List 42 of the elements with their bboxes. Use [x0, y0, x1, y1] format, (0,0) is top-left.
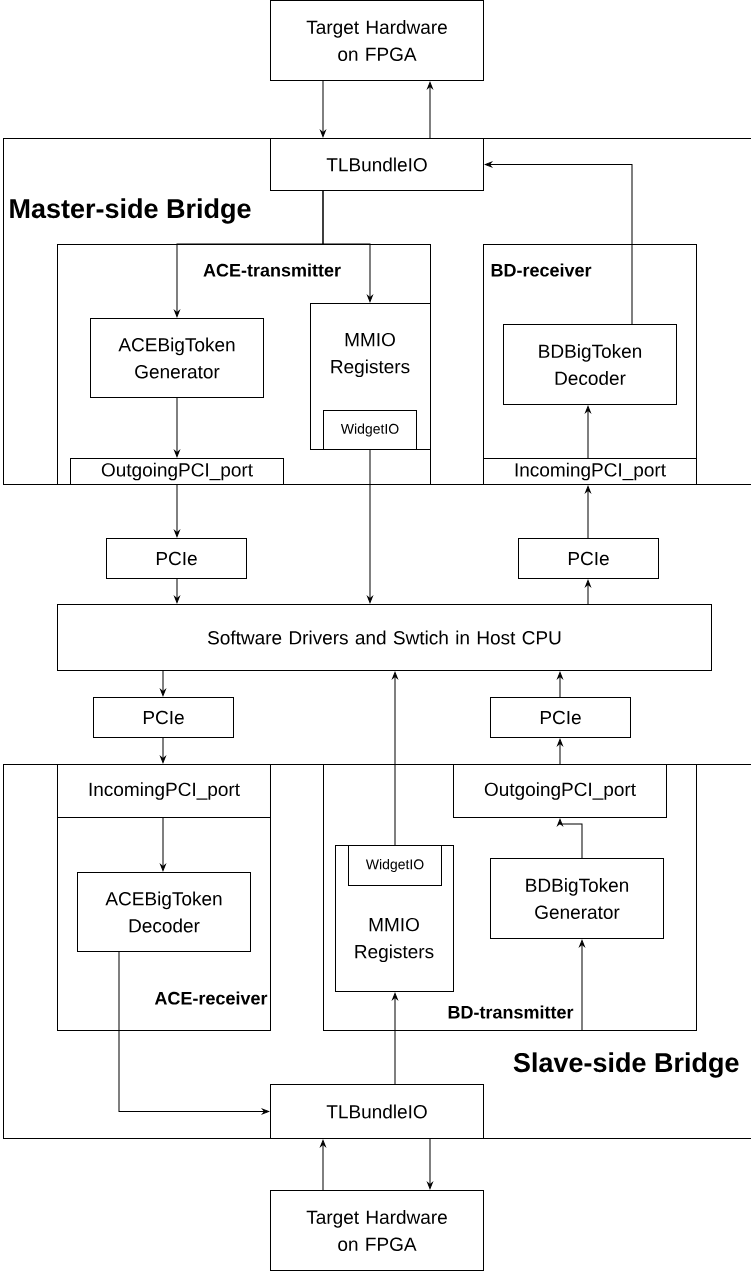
process-box: Target Hardware on FPGA [270, 1190, 484, 1271]
process-box: ACEBigToken Decoder [77, 872, 251, 952]
arrow [174, 578, 180, 604]
arrow [322, 190, 373, 303]
arrow [427, 81, 433, 139]
arrow [585, 579, 591, 605]
arrow [160, 670, 166, 697]
arrow [160, 817, 166, 872]
arrow [160, 737, 166, 764]
arrow [427, 1138, 433, 1190]
arrow [174, 484, 180, 538]
arrow [174, 397, 180, 458]
process-box: TLBundleIO [270, 1084, 484, 1139]
arrow [557, 671, 563, 698]
process-box: PCIe [93, 697, 234, 738]
process-box: BDBigToken Decoder [503, 324, 677, 405]
process-box: OutgoingPCI_port [453, 764, 667, 818]
arrow [320, 1139, 326, 1191]
arrow [557, 818, 583, 859]
process-box: PCIe [490, 697, 631, 738]
arrow [484, 161, 633, 325]
arrow [118, 951, 270, 1115]
arrow [557, 738, 563, 765]
process-box: Software Drivers and Swtich in Host CPU [57, 604, 712, 671]
process-box: TLBundleIO [270, 138, 484, 191]
arrow [585, 405, 591, 459]
arrow [392, 671, 398, 846]
arrow [320, 80, 326, 138]
process-box: Target Hardware on FPGA [270, 0, 484, 81]
arrow [579, 939, 585, 1031]
arrow [367, 449, 373, 604]
process-box: IncomingPCI_port [483, 458, 697, 485]
arrow [392, 992, 398, 1085]
process-box: BDBigToken Generator [490, 858, 664, 939]
process-box: WidgetIO [323, 410, 417, 450]
process-box: IncomingPCI_port [57, 764, 271, 818]
arrow [585, 485, 591, 539]
process-box: ACEBigToken Generator [90, 318, 264, 398]
process-box: WidgetIO [348, 845, 442, 886]
process-box: PCIe [518, 538, 659, 579]
process-box: PCIe [106, 538, 247, 579]
process-box: OutgoingPCI_port [70, 458, 284, 485]
